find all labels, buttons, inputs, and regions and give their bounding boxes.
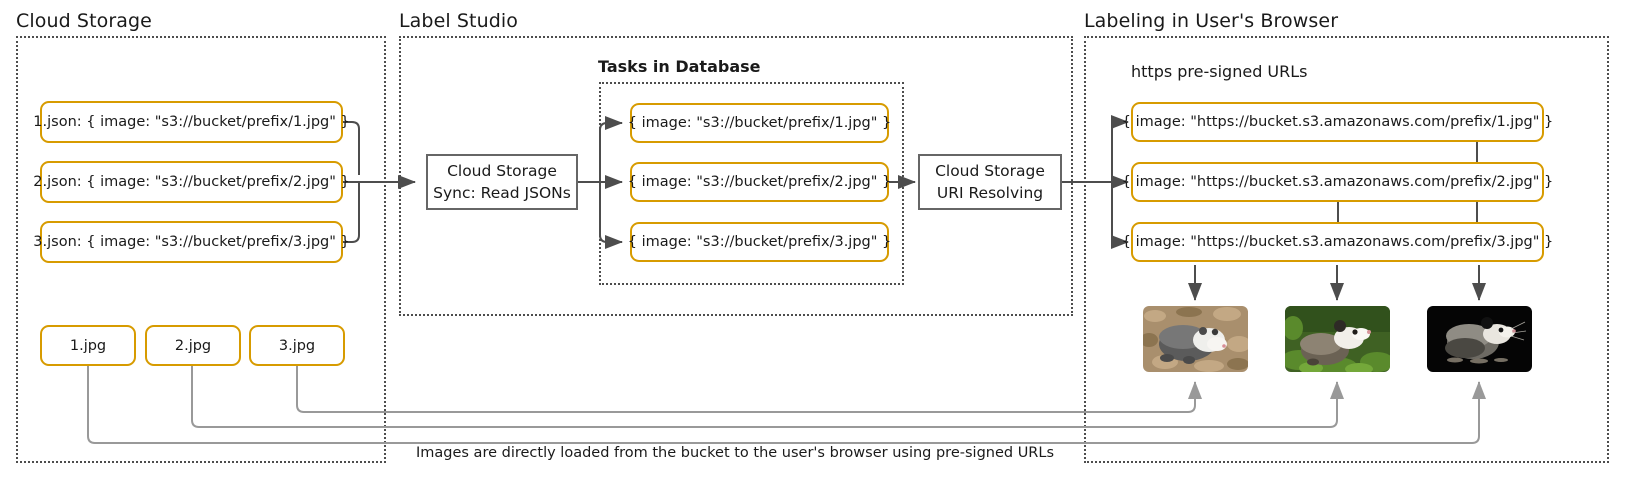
labeling-photo-2[interactable] bbox=[1285, 306, 1390, 372]
task-box[interactable]: { image: "s3://bucket/prefix/2.jpg" } bbox=[628, 162, 891, 202]
image-file-box[interactable]: 1.jpg bbox=[40, 325, 136, 366]
sync-box-line1: Cloud Storage bbox=[447, 161, 557, 180]
diagram-caption: Images are directly loaded from the buck… bbox=[415, 445, 1055, 461]
sync-box-line2: Sync: Read JSONs bbox=[433, 184, 571, 202]
zone-title-cloud-storage: Cloud Storage bbox=[16, 10, 152, 32]
json-file-box[interactable]: 1.json: { image: "s3://bucket/prefix/1.j… bbox=[33, 101, 350, 143]
zone-cloud-storage bbox=[16, 36, 386, 463]
task-box[interactable]: { image: "s3://bucket/prefix/1.jpg" } bbox=[628, 103, 891, 143]
uri-resolving-box[interactable]: Cloud Storage URI Resolving bbox=[918, 154, 1062, 210]
labeling-photo-1[interactable] bbox=[1143, 306, 1248, 372]
zone-browser bbox=[1084, 36, 1609, 463]
cloud-storage-sync-box[interactable]: Cloud Storage Sync: Read JSONs bbox=[426, 154, 578, 210]
image-file-box[interactable]: 2.jpg bbox=[145, 325, 241, 366]
json-file-box[interactable]: 2.json: { image: "s3://bucket/prefix/2.j… bbox=[33, 161, 350, 203]
task-box[interactable]: { image: "s3://bucket/prefix/3.jpg" } bbox=[628, 222, 891, 262]
resolver-box-line2: URI Resolving bbox=[936, 184, 1044, 202]
json-file-box[interactable]: 3.json: { image: "s3://bucket/prefix/3.j… bbox=[33, 221, 350, 263]
subzone-title-tasks-in-database: Tasks in Database bbox=[598, 57, 761, 76]
label-presigned-urls: https pre-signed URLs bbox=[1131, 62, 1308, 81]
zone-title-label-studio: Label Studio bbox=[399, 10, 519, 32]
presigned-url-box[interactable]: { image: "https://bucket.s3.amazonaws.co… bbox=[1122, 102, 1553, 142]
presigned-url-box[interactable]: { image: "https://bucket.s3.amazonaws.co… bbox=[1122, 162, 1553, 202]
labeling-photo-3[interactable] bbox=[1427, 306, 1532, 372]
presigned-url-box[interactable]: { image: "https://bucket.s3.amazonaws.co… bbox=[1122, 222, 1553, 262]
zone-title-browser: Labeling in User's Browser bbox=[1084, 10, 1339, 32]
image-file-box[interactable]: 3.jpg bbox=[249, 325, 345, 366]
resolver-box-line1: Cloud Storage bbox=[935, 161, 1045, 180]
